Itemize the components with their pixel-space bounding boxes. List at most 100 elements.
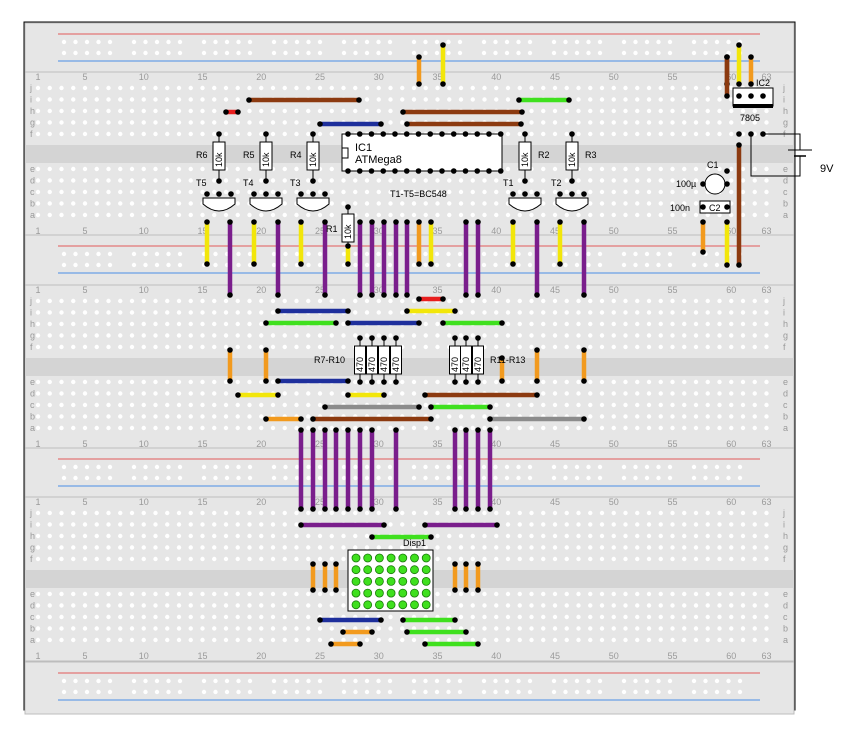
rail-hole xyxy=(551,689,557,695)
column-number: 40 xyxy=(491,72,501,82)
board-hole xyxy=(59,344,64,350)
rail-hole xyxy=(726,464,731,470)
rail-hole xyxy=(633,678,638,684)
board-hole xyxy=(764,533,769,539)
rail-hole xyxy=(96,262,101,268)
board-hole xyxy=(494,344,499,350)
rail-hole xyxy=(481,475,487,481)
board-hole xyxy=(282,166,287,172)
board-hole xyxy=(317,591,323,597)
board-hole xyxy=(693,522,699,527)
resistor-470-body xyxy=(354,345,366,375)
board-hole xyxy=(752,402,757,408)
rail-hole xyxy=(271,464,277,470)
board-hole xyxy=(435,379,440,385)
board-hole xyxy=(611,85,616,91)
rail-hole xyxy=(61,689,67,695)
c1-value: 100µ xyxy=(676,179,696,189)
board-hole xyxy=(705,166,710,172)
board-hole xyxy=(693,131,699,137)
board-hole xyxy=(82,391,88,396)
board-hole xyxy=(188,120,193,125)
board-hole xyxy=(658,522,663,527)
board-hole xyxy=(541,333,546,338)
board-hole xyxy=(635,321,640,327)
board-hole xyxy=(505,626,511,631)
board-hole xyxy=(670,201,675,206)
board-hole xyxy=(458,556,464,562)
board-hole xyxy=(118,120,123,125)
board-hole xyxy=(576,545,581,550)
board-hole xyxy=(729,533,734,539)
rail-hole xyxy=(353,251,358,257)
board-hole xyxy=(411,522,417,527)
rail-hole xyxy=(61,678,67,684)
transistor-pin xyxy=(275,191,281,197)
board-hole xyxy=(458,626,464,631)
row-letter: i xyxy=(783,308,785,318)
board-hole xyxy=(212,626,217,631)
board-hole xyxy=(588,298,593,304)
resistor-value: 470 xyxy=(355,357,365,372)
board-hole xyxy=(682,166,687,172)
wire-end xyxy=(227,219,233,225)
board-hole xyxy=(35,321,41,327)
board-hole xyxy=(599,591,605,597)
board-hole xyxy=(740,603,746,608)
board-hole xyxy=(658,637,663,643)
board-hole xyxy=(188,108,193,114)
board-hole xyxy=(129,310,135,315)
board-hole xyxy=(176,402,182,408)
rail-hole xyxy=(586,251,591,257)
board-hole xyxy=(670,97,675,102)
rail-hole xyxy=(96,50,101,56)
board-hole xyxy=(764,556,769,562)
board-hole xyxy=(635,614,640,620)
wire-end xyxy=(724,219,730,225)
column-number: 30 xyxy=(374,285,384,295)
board-hole xyxy=(235,310,240,315)
board-hole xyxy=(729,614,734,620)
rail-hole xyxy=(446,678,451,684)
board-hole xyxy=(106,626,111,631)
board-hole xyxy=(165,333,170,338)
wire-end xyxy=(251,261,257,267)
column-number: 1 xyxy=(35,651,40,661)
board-hole xyxy=(423,637,428,643)
board-hole xyxy=(235,414,240,419)
board-hole xyxy=(599,522,605,527)
board-hole xyxy=(576,402,581,408)
wire-end xyxy=(463,629,469,635)
board-hole xyxy=(106,344,111,350)
transistor-body xyxy=(202,197,236,212)
board-hole xyxy=(682,591,687,597)
board-hole xyxy=(635,402,640,408)
rail-hole xyxy=(213,464,218,470)
board-hole xyxy=(306,591,311,597)
board-hole xyxy=(682,603,687,608)
board-hole xyxy=(118,626,123,631)
board-hole xyxy=(611,321,616,327)
row-letter: b xyxy=(783,199,788,209)
board-hole xyxy=(670,510,675,516)
board-hole xyxy=(94,637,99,643)
board-hole xyxy=(400,510,405,516)
board-hole xyxy=(306,533,311,539)
wire-end xyxy=(428,261,434,267)
board-hole xyxy=(106,556,111,562)
board-hole xyxy=(705,310,710,315)
resistor-pin xyxy=(381,379,387,385)
board-hole xyxy=(235,131,240,137)
board-hole xyxy=(623,545,628,550)
board-hole xyxy=(47,120,52,125)
rail-hole xyxy=(457,689,463,695)
board-hole xyxy=(294,131,299,137)
board-hole xyxy=(188,425,193,431)
board-hole xyxy=(729,212,734,218)
board-hole xyxy=(646,85,652,91)
rail-hole xyxy=(714,251,720,257)
board-hole xyxy=(646,402,652,408)
board-hole xyxy=(564,591,569,597)
rail-hole xyxy=(247,689,253,695)
column-number: 35 xyxy=(432,497,442,507)
